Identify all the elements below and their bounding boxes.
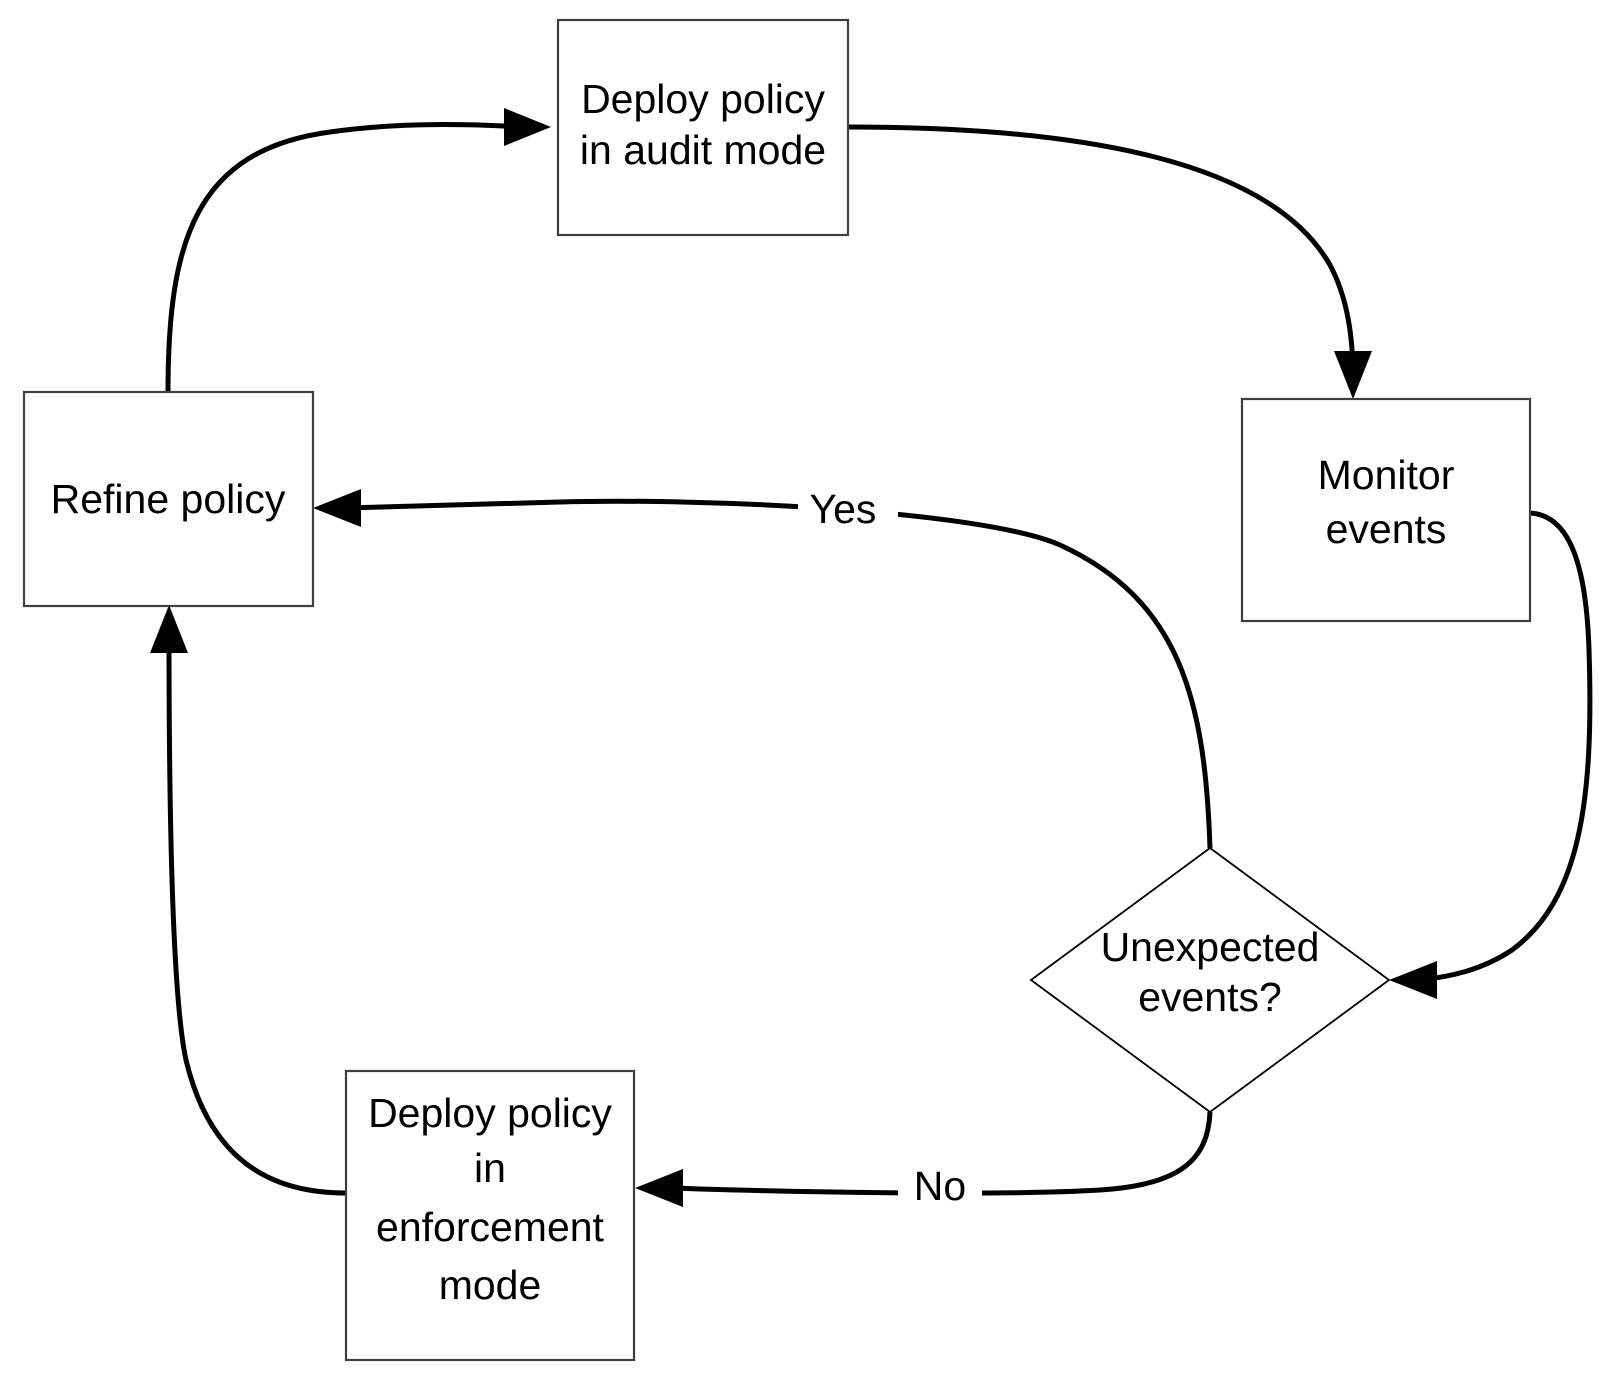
edge-label-no: No [914, 1163, 966, 1209]
edge-deploy-audit-to-monitor [847, 124, 1372, 399]
edge-monitor-to-decision-path [1418, 510, 1593, 983]
edge-enforcement-to-refine [150, 605, 347, 1196]
edge-decision-yes-to-refine: Yes [313, 486, 1213, 849]
edge-decision-yes-to-refine-path [344, 498, 1213, 849]
arrowhead-into-refine-policy-bottom [150, 605, 188, 653]
arrowhead-into-refine-policy-yes [313, 489, 361, 527]
edge-decision-no-to-enforcement: No [635, 1111, 1213, 1211]
node-deploy-policy-enforcement-mode[interactable]: Deploy policy in enforcement mode [344, 1069, 636, 1362]
node-monitor-events-line1: Monitor [1318, 452, 1455, 498]
arrowhead-into-deploy-enforcement [635, 1169, 683, 1207]
node-deploy-policy-enforcement-mode-line3: enforcement [376, 1204, 605, 1250]
node-deploy-policy-audit-mode-line2: in audit mode [580, 127, 826, 173]
node-refine-policy-shape[interactable] [22, 390, 315, 608]
node-unexpected-events-line2: events? [1138, 974, 1282, 1020]
node-deploy-policy-enforcement-mode-line2: in [474, 1145, 506, 1191]
edge-label-yes-backdrop [798, 487, 898, 533]
edge-label-no-backdrop [898, 1165, 982, 1211]
node-deploy-policy-enforcement-mode-shape[interactable] [344, 1069, 636, 1362]
node-monitor-events-shape[interactable] [1240, 397, 1532, 623]
edge-deploy-audit-to-monitor-path [847, 124, 1356, 370]
edge-refine-to-deploy-audit-path [165, 122, 523, 393]
node-unexpected-events-decision[interactable]: Unexpected events? [1029, 846, 1391, 1114]
node-monitor-events[interactable]: Monitor events [1240, 397, 1532, 623]
node-deploy-policy-audit-mode[interactable]: Deploy policy in audit mode [556, 18, 850, 237]
node-refine-policy-line1: Refine policy [51, 476, 286, 522]
node-deploy-policy-audit-mode-shape[interactable] [556, 18, 850, 237]
node-unexpected-events-line1: Unexpected [1101, 924, 1320, 970]
node-unexpected-events-decision-shape[interactable] [1029, 846, 1391, 1114]
arrowhead-into-monitor-events [1334, 351, 1372, 399]
arrowhead-into-deploy-audit [504, 108, 551, 146]
node-refine-policy[interactable]: Refine policy [22, 390, 315, 608]
edge-monitor-to-decision [1389, 510, 1593, 999]
arrowhead-into-decision [1389, 961, 1437, 999]
edge-refine-to-deploy-audit [165, 108, 551, 393]
node-deploy-policy-audit-mode-line1: Deploy policy [581, 76, 825, 122]
node-deploy-policy-enforcement-mode-line1: Deploy policy [368, 1090, 612, 1136]
node-monitor-events-line2: events [1326, 506, 1447, 552]
edge-enforcement-to-refine-path [166, 636, 347, 1196]
edge-label-yes: Yes [810, 486, 877, 532]
node-deploy-policy-enforcement-mode-line4: mode [439, 1262, 542, 1308]
